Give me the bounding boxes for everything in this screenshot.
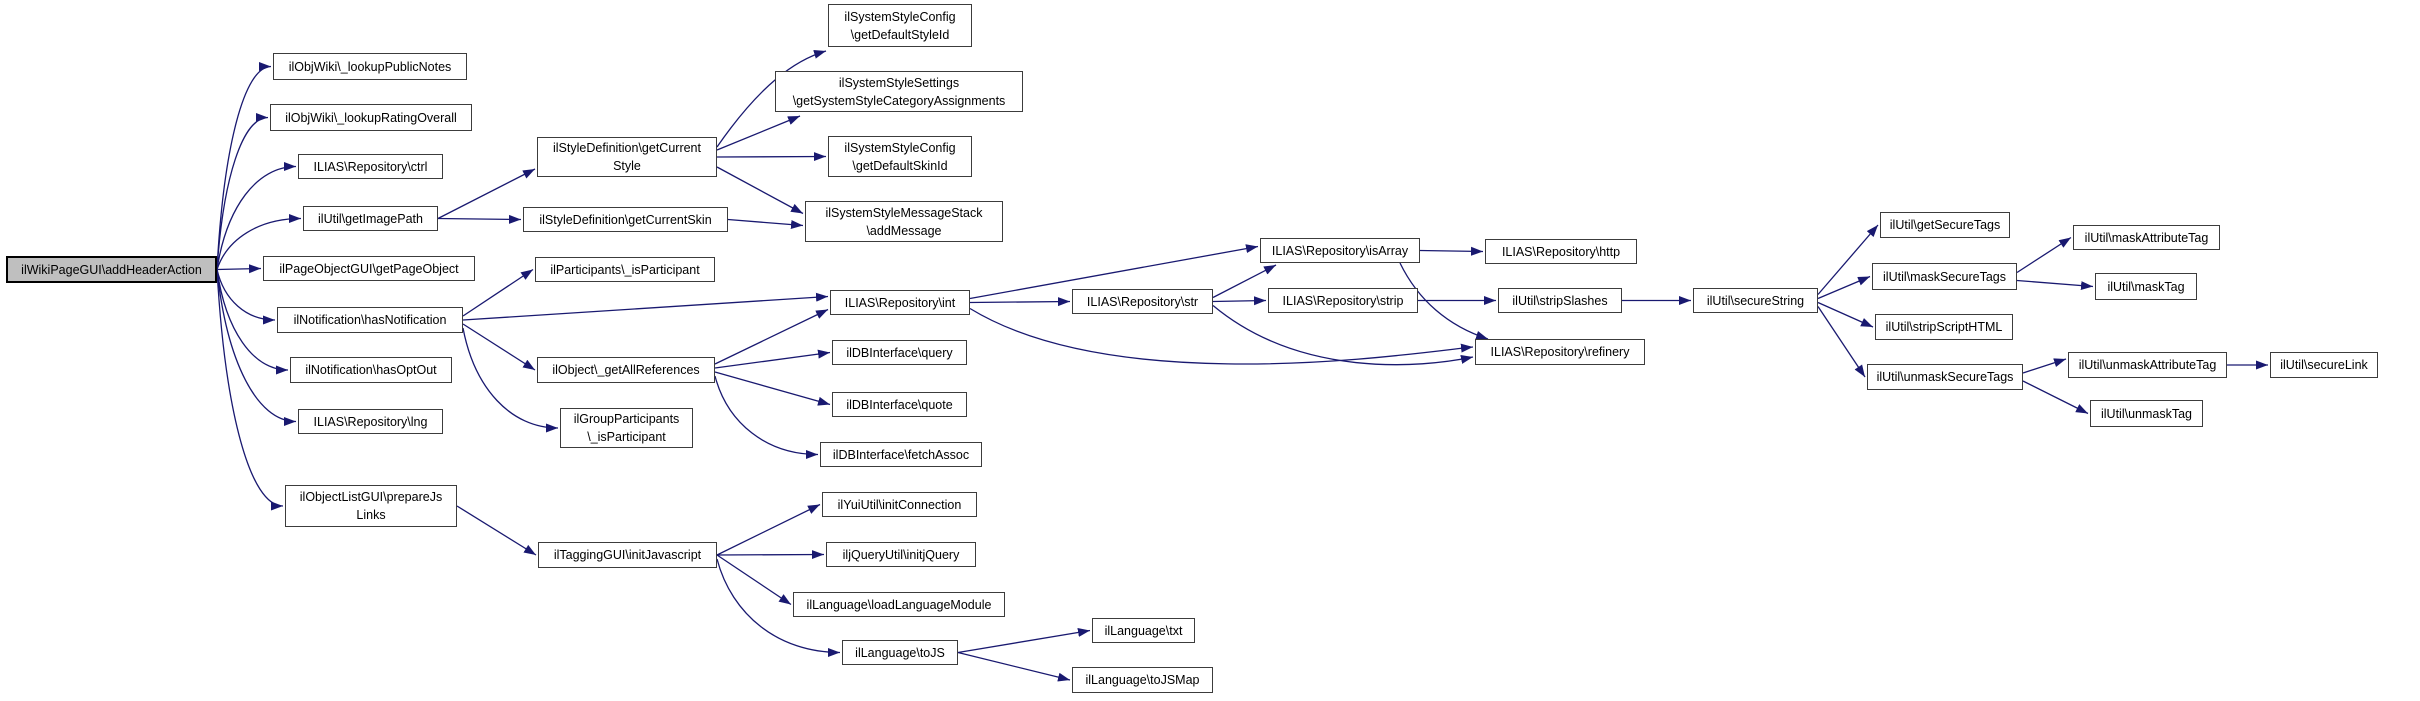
edge-secure-string-to-mask-secure-tags — [1817, 275, 1871, 300]
node-group-participants-is-participant[interactable]: ilGroupParticipants \_isParticipant — [560, 408, 693, 448]
node-add-header-action: ilWikiPageGUI\addHeaderAction — [6, 256, 217, 283]
node-add-message[interactable]: ilSystemStyleMessageStack \addMessage — [805, 201, 1003, 242]
node-secure-string[interactable]: ilUtil\secureString — [1693, 288, 1818, 313]
node-repository-ctrl[interactable]: ILIAS\Repository\ctrl — [298, 154, 443, 179]
edge-repository-is-array-to-repository-http — [1419, 246, 1484, 256]
node-get-default-skin-id[interactable]: ilSystemStyleConfig \getDefaultSkinId — [828, 136, 972, 177]
edge-get-all-references-to-db-quote — [714, 371, 831, 406]
edge-get-current-style-to-get-default-skin-id — [716, 152, 827, 162]
node-mask-attribute-tag[interactable]: ilUtil\maskAttributeTag — [2073, 225, 2220, 250]
edge-repository-str-to-repository-refinery — [1212, 305, 1474, 366]
node-repository-is-array[interactable]: ILIAS\Repository\isArray — [1260, 238, 1420, 263]
node-has-notification[interactable]: ilNotification\hasNotification — [277, 307, 463, 333]
edge-init-javascript-to-init-jquery — [716, 550, 825, 560]
edge-has-notification-to-group-participants-is-participant — [462, 327, 559, 433]
edge-init-javascript-to-load-language-module — [716, 554, 792, 606]
edge-repository-str-to-repository-strip — [1212, 296, 1267, 306]
node-init-javascript[interactable]: ilTaggingGUI\initJavascript — [538, 542, 717, 568]
node-get-page-object[interactable]: ilPageObjectGUI\getPageObject — [263, 256, 475, 281]
edge-to-js-to-to-js-map — [957, 651, 1071, 682]
edge-secure-string-to-get-secure-tags — [1817, 224, 1879, 295]
edge-has-notification-to-repository-int — [462, 292, 829, 321]
node-unmask-tag[interactable]: ilUtil\unmaskTag — [2090, 400, 2203, 427]
node-repository-str[interactable]: ILIAS\Repository\str — [1072, 289, 1213, 314]
node-participants-is-participant[interactable]: ilParticipants\_isParticipant — [535, 257, 715, 282]
edge-repository-int-to-repository-is-array — [969, 244, 1259, 300]
edge-get-image-path-to-get-current-style — [437, 168, 536, 220]
edge-get-all-references-to-db-query — [714, 349, 831, 369]
node-get-default-style-id[interactable]: ilSystemStyleConfig \getDefaultStyleId — [828, 4, 972, 47]
node-repository-http[interactable]: ILIAS\Repository\http — [1485, 239, 1637, 264]
edge-add-header-action-to-has-opt-out — [216, 269, 289, 375]
node-mask-secure-tags[interactable]: ilUtil\maskSecureTags — [1872, 263, 2017, 290]
edge-mask-secure-tags-to-mask-tag — [2016, 279, 2094, 291]
node-get-all-references[interactable]: ilObject\_getAllReferences — [537, 357, 715, 383]
node-secure-link[interactable]: ilUtil\secureLink — [2270, 352, 2378, 378]
edge-add-header-action-to-lookup-public-notes — [216, 62, 272, 270]
node-repository-refinery[interactable]: ILIAS\Repository\refinery — [1475, 339, 1645, 365]
edge-has-notification-to-participants-is-participant — [462, 268, 534, 317]
edge-get-all-references-to-db-fetch-assoc — [714, 375, 819, 459]
edge-repository-int-to-repository-refinery — [969, 307, 1474, 365]
edge-mask-secure-tags-to-mask-attribute-tag — [2016, 236, 2072, 274]
edge-add-header-action-to-get-image-path — [216, 214, 302, 270]
edge-has-notification-to-get-all-references — [462, 323, 536, 371]
edge-to-js-to-lang-txt — [957, 628, 1091, 654]
node-has-opt-out[interactable]: ilNotification\hasOptOut — [290, 357, 452, 383]
edge-add-header-action-to-get-page-object — [216, 264, 262, 274]
edge-init-javascript-to-init-connection — [716, 503, 821, 556]
node-get-current-style[interactable]: ilStyleDefinition\getCurrent Style — [537, 137, 717, 177]
node-get-system-style-category-assignments[interactable]: ilSystemStyleSettings \getSystemStyleCat… — [775, 71, 1023, 112]
node-lookup-public-notes[interactable]: ilObjWiki\_lookupPublicNotes — [273, 53, 467, 80]
node-lookup-rating-overall[interactable]: ilObjWiki\_lookupRatingOverall — [270, 104, 472, 131]
node-db-query[interactable]: ilDBInterface\query — [832, 340, 967, 365]
edge-init-javascript-to-to-js — [716, 558, 841, 657]
node-unmask-secure-tags[interactable]: ilUtil\unmaskSecureTags — [1867, 364, 2023, 390]
node-repository-int[interactable]: ILIAS\Repository\int — [830, 290, 970, 315]
node-load-language-module[interactable]: ilLanguage\loadLanguageModule — [793, 592, 1005, 617]
edge-repository-is-array-to-repository-refinery — [1399, 262, 1489, 340]
node-db-fetch-assoc[interactable]: ilDBInterface\fetchAssoc — [820, 442, 982, 467]
edge-add-header-action-to-lookup-rating-overall — [216, 113, 269, 270]
node-to-js-map[interactable]: ilLanguage\toJSMap — [1072, 667, 1213, 693]
node-to-js[interactable]: ilLanguage\toJS — [842, 640, 958, 665]
node-mask-tag[interactable]: ilUtil\maskTag — [2095, 273, 2197, 300]
node-init-jquery[interactable]: iljQueryUtil\initjQuery — [826, 542, 976, 567]
edge-get-current-style-to-get-system-style-category-assignments — [716, 115, 801, 151]
edge-get-current-skin-to-add-message — [727, 218, 804, 230]
node-get-current-skin[interactable]: ilStyleDefinition\getCurrentSkin — [523, 207, 728, 232]
node-init-connection[interactable]: ilYuiUtil\initConnection — [822, 492, 977, 517]
node-unmask-attribute-tag[interactable]: ilUtil\unmaskAttributeTag — [2068, 352, 2227, 378]
edge-repository-int-to-repository-str — [969, 297, 1071, 307]
edge-add-header-action-to-has-notification — [216, 269, 276, 325]
edge-secure-string-to-strip-script-html — [1817, 301, 1874, 328]
node-get-secure-tags[interactable]: ilUtil\getSecureTags — [1880, 212, 2010, 238]
node-strip-script-html[interactable]: ilUtil\stripScriptHTML — [1875, 314, 2013, 340]
node-repository-strip[interactable]: ILIAS\Repository\strip — [1268, 288, 1418, 313]
edge-prepare-js-links-to-init-javascript — [456, 505, 537, 556]
node-strip-slashes[interactable]: ilUtil\stripSlashes — [1498, 288, 1622, 313]
edge-unmask-secure-tags-to-unmask-tag — [2022, 380, 2089, 415]
node-prepare-js-links[interactable]: ilObjectListGUI\prepareJs Links — [285, 485, 457, 527]
node-lang-txt[interactable]: ilLanguage\txt — [1092, 618, 1195, 643]
edge-repository-str-to-repository-is-array — [1212, 264, 1277, 299]
edge-secure-string-to-unmask-secure-tags — [1817, 306, 1866, 378]
edge-unmask-secure-tags-to-unmask-attribute-tag — [2022, 358, 2067, 374]
node-repository-lng[interactable]: ILIAS\Repository\lng — [298, 409, 443, 434]
edge-get-current-style-to-add-message — [716, 166, 804, 215]
edge-add-header-action-to-repository-lng — [216, 269, 297, 426]
node-get-image-path[interactable]: ilUtil\getImagePath — [303, 206, 438, 231]
edge-add-header-action-to-repository-ctrl — [216, 162, 297, 270]
edge-get-all-references-to-repository-int — [714, 308, 829, 365]
edge-get-image-path-to-get-current-skin — [437, 214, 522, 224]
node-db-quote[interactable]: ilDBInterface\quote — [832, 392, 967, 417]
edge-add-header-action-to-prepare-js-links — [216, 269, 284, 511]
